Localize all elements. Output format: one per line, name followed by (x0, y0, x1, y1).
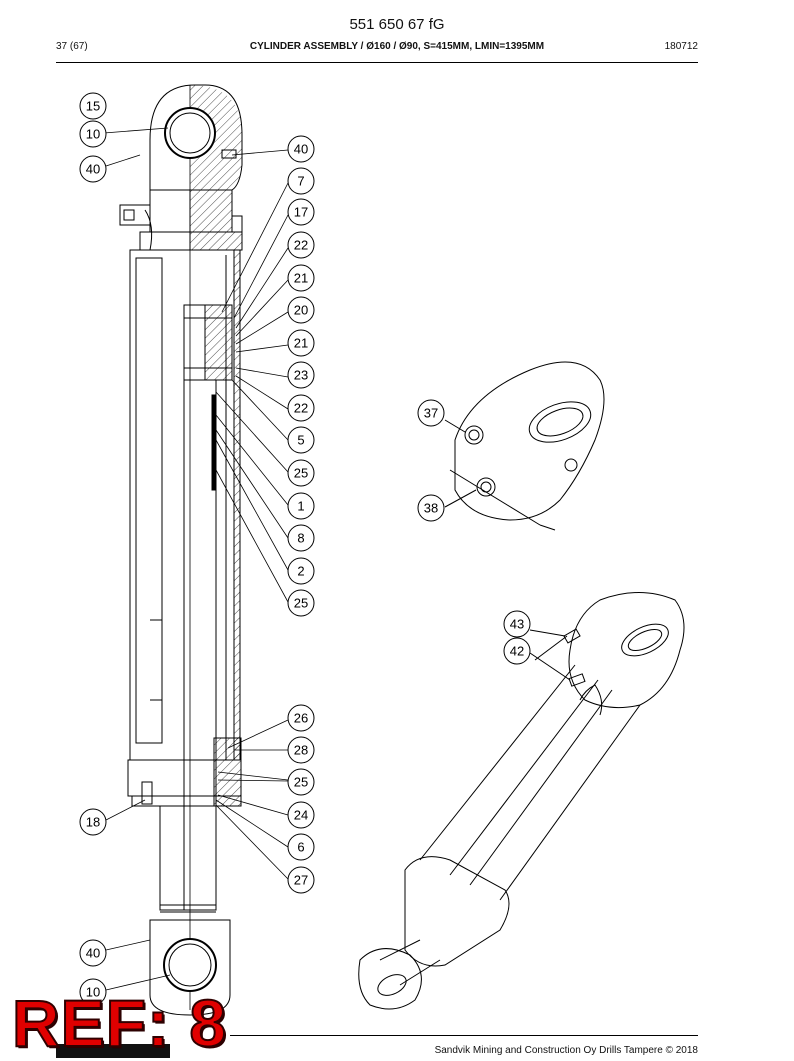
svg-text:2: 2 (297, 564, 304, 579)
detail-bore (528, 401, 592, 443)
callouts-detail: 37 38 43 42 (417, 399, 531, 665)
callout-40: 40 (79, 155, 107, 183)
assembly-title: CYLINDER ASSEMBLY / Ø160 / Ø90, S=415MM,… (249, 41, 545, 52)
callout-6: 6 (287, 833, 315, 861)
callout-10: 10 (79, 978, 107, 1006)
svg-text:20: 20 (294, 303, 308, 318)
callout-18: 18 (79, 808, 107, 836)
piston-rod-channel (135, 257, 163, 744)
footer-copyright: Sandvik Mining and Construction Oy Drill… (434, 1045, 698, 1056)
svg-text:25: 25 (294, 596, 308, 611)
callout-25: 25 (287, 768, 315, 796)
callout-21: 21 (287, 264, 315, 292)
callout-15: 15 (79, 92, 107, 120)
svg-text:37: 37 (424, 406, 438, 421)
page-number: 37 (67) (56, 41, 88, 52)
callout-25: 25 (287, 459, 315, 487)
svg-text:40: 40 (294, 142, 308, 157)
svg-text:42: 42 (510, 644, 524, 659)
iso-barrel-right (499, 704, 641, 901)
callout-42: 42 (503, 637, 531, 665)
top-eye-bore (164, 107, 216, 159)
callout-22: 22 (287, 231, 315, 259)
svg-text:18: 18 (86, 815, 100, 830)
callout-24: 24 (287, 801, 315, 829)
callout-38: 38 (417, 494, 445, 522)
callout-10: 10 (79, 120, 107, 148)
detail-fittings-top (444, 361, 605, 531)
svg-text:40: 40 (86, 946, 100, 961)
svg-text:6: 6 (297, 840, 304, 855)
callout-25: 25 (287, 589, 315, 617)
callout-28: 28 (287, 736, 315, 764)
callout-17: 17 (287, 198, 315, 226)
svg-text:10: 10 (86, 127, 100, 142)
callout-23: 23 (287, 361, 315, 389)
callout-21: 21 (287, 329, 315, 357)
svg-text:40: 40 (86, 162, 100, 177)
svg-text:27: 27 (294, 873, 308, 888)
top-neck-hatch (189, 189, 233, 233)
callout-40: 40 (79, 939, 107, 967)
bottom-eye-bore (163, 938, 217, 992)
callout-43: 43 (503, 610, 531, 638)
svg-text:10: 10 (86, 985, 100, 1000)
svg-text:8: 8 (297, 531, 304, 546)
iso-head (568, 592, 685, 709)
svg-text:25: 25 (294, 775, 308, 790)
svg-text:43: 43 (510, 617, 524, 632)
iso-barrel-left (419, 664, 576, 861)
callout-26: 26 (287, 704, 315, 732)
bottom-eye-outline (149, 919, 231, 1016)
fitting-42 (568, 673, 586, 687)
fitting-43 (563, 628, 581, 644)
svg-text:38: 38 (424, 501, 438, 516)
svg-text:1: 1 (297, 499, 304, 514)
revision-code: 180712 (664, 41, 698, 52)
callout-8: 8 (287, 524, 315, 552)
callout-2: 2 (287, 557, 315, 585)
svg-text:21: 21 (294, 336, 308, 351)
main-cylinder-drawing (119, 84, 243, 1016)
fitting-38 (476, 477, 496, 497)
iso-gland (404, 856, 510, 967)
callout-37: 37 (417, 399, 445, 427)
svg-text:25: 25 (294, 466, 308, 481)
hose-fitting (119, 204, 151, 226)
detail-isometric-cylinder (358, 592, 685, 1010)
iso-bottom-eye (358, 948, 422, 1010)
piston-hatch (204, 304, 233, 381)
svg-text:23: 23 (294, 368, 308, 383)
header-rule (56, 62, 698, 63)
fitting-37 (464, 425, 484, 445)
detail-head-outline (454, 361, 605, 521)
leader-lines (103, 127, 289, 991)
svg-text:26: 26 (294, 711, 308, 726)
svg-text:24: 24 (294, 808, 308, 823)
footer-rule (230, 1035, 698, 1036)
ref-overlay: REF: 8 (11, 985, 228, 1061)
svg-text:7: 7 (297, 174, 304, 189)
top-eye-bushing (169, 112, 211, 154)
callouts-main: 15 10 40 40 7 17 22 21 20 21 23 22 5 25 … (79, 92, 315, 1006)
document-title: 551 650 67 fG (349, 16, 445, 33)
callout-5: 5 (287, 426, 315, 454)
svg-text:22: 22 (294, 238, 308, 253)
callout-7: 7 (287, 167, 315, 195)
lower-rod (159, 805, 217, 911)
svg-text:22: 22 (294, 401, 308, 416)
callout-22: 22 (287, 394, 315, 422)
svg-text:17: 17 (294, 205, 308, 220)
callout-27: 27 (287, 866, 315, 894)
piston-rod (183, 379, 217, 911)
callout-20: 20 (287, 296, 315, 324)
callout-40: 40 (287, 135, 315, 163)
svg-text:15: 15 (86, 99, 100, 114)
callout-1: 1 (287, 492, 315, 520)
svg-text:28: 28 (294, 743, 308, 758)
svg-text:21: 21 (294, 271, 308, 286)
svg-text:5: 5 (297, 433, 304, 448)
